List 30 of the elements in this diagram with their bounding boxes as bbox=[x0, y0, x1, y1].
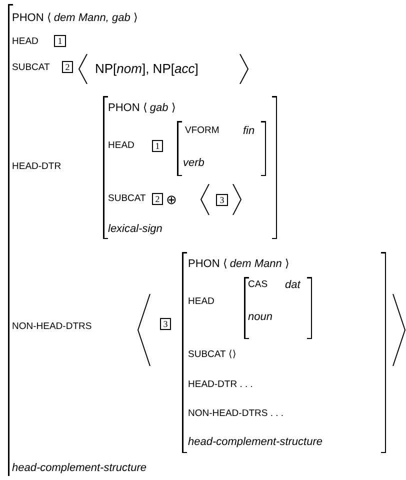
coindex-tag: 1 bbox=[54, 35, 66, 47]
feature-path-value: PHON ⟨ dem Mann, gab ⟩ bbox=[12, 12, 138, 24]
feature-path-value: HEAD-DTR . . . bbox=[188, 380, 253, 390]
coindex-tag: 3 bbox=[160, 318, 171, 330]
coindex-tag: 2 bbox=[62, 61, 73, 73]
feature-name: HEAD bbox=[188, 297, 214, 307]
type-label: head-complement-structure bbox=[12, 462, 147, 474]
feature-value: NP[nom], NP[acc] bbox=[95, 62, 198, 74]
feature-name: VFORM bbox=[185, 126, 220, 136]
coindex-tag: 3 bbox=[216, 194, 228, 206]
feature-name: SUBCAT bbox=[12, 63, 50, 73]
feature-path-value: NON-HEAD-DTRS . . . bbox=[188, 409, 284, 419]
feature-name: HEAD bbox=[108, 141, 134, 151]
type-label: verb bbox=[183, 158, 204, 168]
feature-name: NON-HEAD-DTRS bbox=[12, 322, 92, 332]
coindex-tag: 2 bbox=[152, 193, 163, 205]
feature-path-value: SUBCAT ⟨⟩ bbox=[188, 350, 236, 360]
feature-value: fin bbox=[243, 126, 255, 136]
type-label: lexical-sign bbox=[108, 224, 162, 234]
feature-name: CAS bbox=[248, 280, 268, 290]
coindex-tag: 1 bbox=[152, 140, 163, 152]
feature-path-value: PHON ⟨ gab ⟩ bbox=[108, 102, 176, 114]
feature-value: dat bbox=[285, 280, 300, 290]
feature-name: SUBCAT bbox=[108, 194, 146, 204]
type-label: noun bbox=[248, 312, 272, 322]
plus-operator: ⊕ bbox=[166, 192, 177, 206]
type-label: head-complement-structure bbox=[188, 436, 323, 448]
feature-path-value: PHON ⟨ dem Mann ⟩ bbox=[188, 258, 289, 270]
feature-name: HEAD-DTR bbox=[12, 162, 62, 172]
feature-name: HEAD bbox=[12, 37, 38, 47]
